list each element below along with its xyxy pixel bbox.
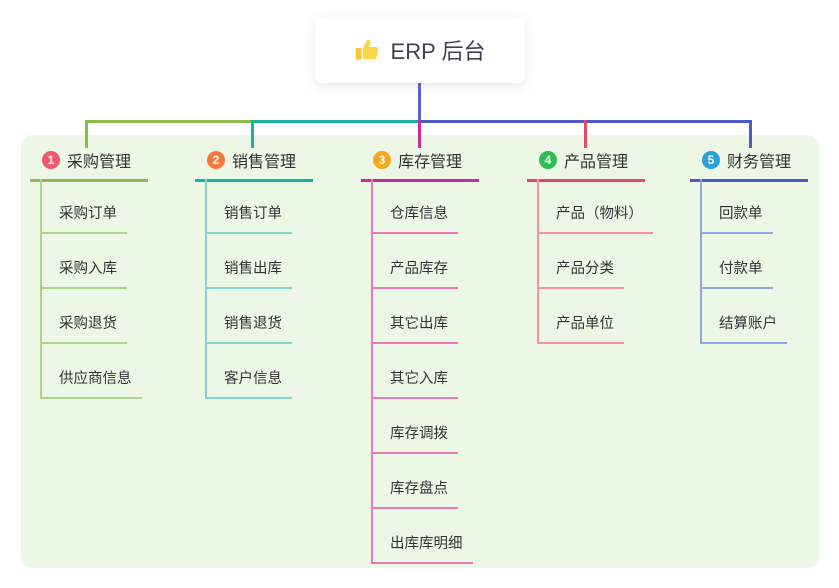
child-node-label: 产品（物料） (539, 202, 653, 234)
child-node-label: 销售退货 (207, 312, 292, 344)
branch-children-purchase: 采购订单采购入库采购退货供应商信息 (40, 179, 142, 399)
child-node-label: 其它入库 (373, 367, 458, 399)
branch-header-product[interactable]: 4 产品管理 (527, 147, 645, 182)
child-node-label: 销售出库 (207, 257, 292, 289)
branch-badge-sales: 2 (207, 151, 225, 169)
child-node-label: 出库库明细 (373, 532, 473, 564)
branches-panel (21, 135, 819, 568)
child-node-label: 产品单位 (539, 312, 624, 344)
child-node-label: 付款单 (702, 257, 773, 289)
branch-label-product: 产品管理 (564, 154, 629, 171)
branch-header-inventory[interactable]: 3 库存管理 (361, 147, 479, 182)
thumbs-up-icon (355, 37, 381, 63)
branch-children-inventory: 仓库信息产品库存其它出库其它入库库存调拨库存盘点出库库明细 (371, 179, 473, 564)
branch-header-finance[interactable]: 5 财务管理 (690, 147, 808, 182)
root-node-erp[interactable]: ERP 后台 (315, 17, 525, 83)
branch-label-sales: 销售管理 (232, 154, 297, 171)
child-node-label: 销售订单 (207, 202, 292, 234)
child-node-label: 产品库存 (373, 257, 458, 289)
child-node-label: 采购入库 (42, 257, 127, 289)
branch-header-sales[interactable]: 2 销售管理 (195, 147, 313, 182)
branch-label-inventory: 库存管理 (398, 154, 463, 171)
branch-badge-finance: 5 (702, 151, 720, 169)
child-node-label: 结算账户 (702, 312, 787, 344)
branch-label-purchase: 采购管理 (67, 154, 132, 171)
branch-children-sales: 销售订单销售出库销售退货客户信息 (205, 179, 292, 399)
child-node-label: 回款单 (702, 202, 773, 234)
branch-badge-product: 4 (539, 151, 557, 169)
branch-label-finance: 财务管理 (727, 154, 792, 171)
child-node-label: 供应商信息 (42, 367, 142, 399)
child-node-label: 采购订单 (42, 202, 127, 234)
child-node-label: 客户信息 (207, 367, 292, 399)
branch-header-purchase[interactable]: 1 采购管理 (30, 147, 148, 182)
child-node-label: 其它出库 (373, 312, 458, 344)
branch-children-product: 产品（物料） 产品分类产品单位 (537, 179, 653, 344)
child-node-label: 采购退货 (42, 312, 127, 344)
child-node-label: 产品分类 (539, 257, 624, 289)
child-node-label: 库存盘点 (373, 477, 458, 509)
child-node-label: 库存调拨 (373, 422, 458, 454)
branch-badge-purchase: 1 (42, 151, 60, 169)
branch-children-finance: 回款单付款单结算账户 (700, 179, 787, 344)
child-node-label: 仓库信息 (373, 202, 458, 234)
root-node-label: ERP 后台 (390, 39, 486, 64)
branch-badge-inventory: 3 (373, 151, 391, 169)
